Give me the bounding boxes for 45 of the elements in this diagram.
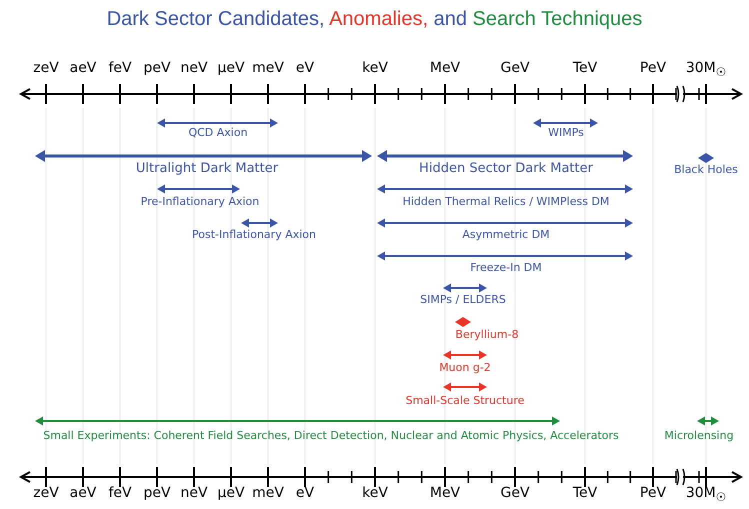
tick-label: MeV <box>430 486 460 502</box>
tick-label: peV <box>143 486 171 502</box>
range-label: Pre-Inflationary Axion <box>140 196 260 208</box>
range-label: Microlensing <box>664 430 734 442</box>
range-label: Post-Inflationary Axion <box>192 229 316 242</box>
tick-label: feV <box>108 61 132 76</box>
range-label: Hidden Sector Dark Matter <box>419 162 593 176</box>
tick-label: meV <box>252 61 284 76</box>
tick-label: μeV <box>217 486 245 502</box>
range-label: WIMPs <box>548 127 584 140</box>
tick-label: μeV <box>217 61 245 76</box>
tick-label: PeV <box>640 61 666 76</box>
tick-label: eV <box>296 486 314 502</box>
tick-label: 30M$_{☉}$ <box>686 486 726 504</box>
tick-label: peV <box>143 61 171 76</box>
tick-label: neV <box>180 61 208 76</box>
tick-label: meV <box>252 486 284 502</box>
tick-label: GeV <box>500 486 530 502</box>
tick-label: GeV <box>500 61 530 76</box>
range-label: Small Experiments: Coherent Field Searches, Direct Detection, Nuclear and Atomic Physics, Accelerators <box>43 430 619 442</box>
range-label: Hidden Thermal Relics / WIMPless DM <box>402 196 610 208</box>
tick-label: zeV <box>33 486 59 502</box>
range-label: QCD Axion <box>188 127 248 140</box>
tick-label: feV <box>108 486 132 502</box>
tick-label: TeV <box>572 61 598 76</box>
range-label: Freeze-In DM <box>470 262 542 274</box>
range-label: Small-Scale Structure <box>406 395 524 408</box>
range-label: Muon g-2 <box>439 362 491 374</box>
tick-label: eV <box>296 61 314 76</box>
range-label: Ultralight Dark Matter <box>136 162 278 176</box>
range-label: Beryllium-8 <box>455 329 519 342</box>
range-label: Asymmetric DM <box>462 229 550 242</box>
tick-label: aeV <box>70 61 96 76</box>
title: Dark Sector Candidates, Anomalies, and Search Techniques <box>106 8 644 31</box>
tick-label: keV <box>362 486 388 502</box>
range-label: Black Holes <box>674 164 738 176</box>
range-label: SIMPs / ELDERS <box>420 294 506 306</box>
tick-label: PeV <box>640 486 666 502</box>
tick-label: MeV <box>430 61 460 76</box>
tick-label: zeV <box>33 61 59 76</box>
tick-label: 30M$_{☉}$ <box>686 61 726 79</box>
tick-label: keV <box>362 61 388 76</box>
tick-label: aeV <box>70 486 96 502</box>
tick-label: TeV <box>572 486 598 502</box>
tick-label: neV <box>180 486 208 502</box>
